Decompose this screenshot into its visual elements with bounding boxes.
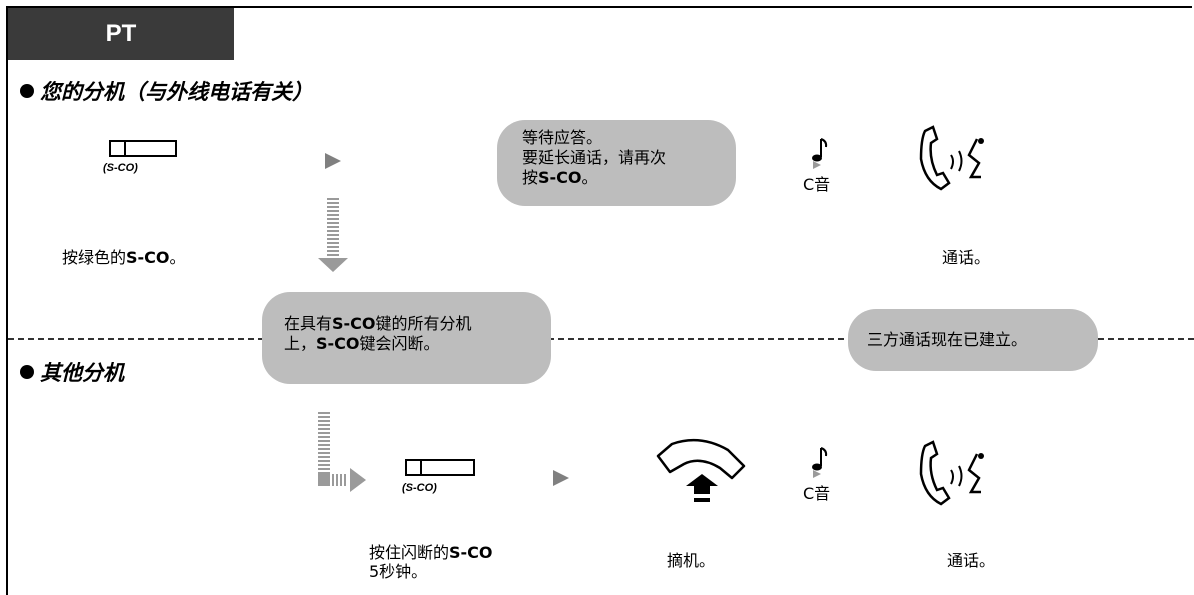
hold-line-1: 按住闪断的S-CO	[369, 543, 493, 562]
wait-line-3-prefix: 按	[522, 168, 539, 187]
diagram-frame	[6, 6, 1192, 595]
pt-tab: PT	[8, 8, 234, 60]
bend-arrow-icon	[316, 412, 368, 498]
conference-bubble: 三方通话现在已建立。	[848, 309, 1098, 371]
wait-line-2: 要延长通话，请再次	[522, 148, 667, 167]
hold-label: 按住闪断的S-CO 5秒钟。	[369, 543, 493, 581]
sco-key-caption: (S-CO)	[402, 482, 437, 494]
tone-icon: C音	[803, 444, 855, 504]
conference-text: 三方通话现在已建立。	[867, 330, 1028, 349]
bullet-icon	[20, 365, 34, 379]
arrow-right-icon	[553, 470, 569, 490]
sco-key-caption: (S-CO)	[103, 162, 138, 174]
bullet-icon	[20, 84, 34, 98]
talk-label: 通话。	[942, 248, 991, 267]
flash-line-2-prefix: 上，	[284, 334, 317, 353]
section-divider	[8, 338, 1194, 340]
talk-icon	[915, 125, 995, 199]
tone-label: C音	[803, 175, 831, 194]
sco-key-icon: (S-CO)	[394, 459, 480, 501]
offhook-label: 摘机。	[667, 551, 716, 570]
press-green-label: 按绿色的S-CO。	[62, 248, 186, 267]
flash-line-2: 上，S-CO键会闪断。	[284, 334, 551, 354]
arrow-right-icon	[325, 153, 341, 173]
flash-line-1-suffix: 键的所有分机	[375, 314, 472, 333]
sco-key-icon: (S-CO)	[95, 140, 181, 182]
section-other-extensions-label: 其他分机	[40, 361, 124, 385]
press-green-key: S-CO	[126, 248, 170, 267]
off-hook-icon	[650, 438, 750, 516]
section-your-extension: 您的分机（与外线电话有关）	[20, 76, 313, 106]
flash-line-1-key: S-CO	[332, 314, 376, 333]
press-green-text: 按绿色的	[62, 248, 127, 267]
wait-line-3-key: S-CO	[538, 168, 582, 187]
wait-line-3: 按S-CO。	[522, 168, 736, 188]
flash-line-1: 在具有S-CO键的所有分机	[284, 314, 551, 334]
down-arrow-icon	[318, 198, 348, 278]
flash-line-1-prefix: 在具有	[284, 314, 333, 333]
tone-label: C音	[803, 484, 831, 503]
hold-prefix: 按住闪断的	[369, 543, 450, 562]
section-other-extensions: 其他分机	[20, 357, 124, 387]
flash-line-2-suffix: 键会闪断。	[359, 334, 440, 353]
flash-line-2-key: S-CO	[316, 334, 360, 353]
tone-icon: C音	[803, 135, 855, 195]
wait-answer-bubble: 等待应答。 要延长通话，请再次 按S-CO。	[497, 120, 736, 206]
hold-key: S-CO	[449, 543, 493, 562]
wait-line-3-suffix: 。	[581, 168, 598, 187]
pt-tab-label: PT	[105, 20, 137, 47]
flash-bubble: 在具有S-CO键的所有分机 上，S-CO键会闪断。	[262, 292, 551, 384]
hold-line-2: 5秒钟。	[369, 562, 428, 581]
press-green-suffix: 。	[169, 248, 186, 267]
talk-icon	[915, 440, 995, 514]
section-your-extension-label: 您的分机（与外线电话有关）	[40, 80, 313, 104]
wait-line-1: 等待应答。	[522, 128, 603, 147]
talk2-label: 通话。	[947, 551, 996, 570]
